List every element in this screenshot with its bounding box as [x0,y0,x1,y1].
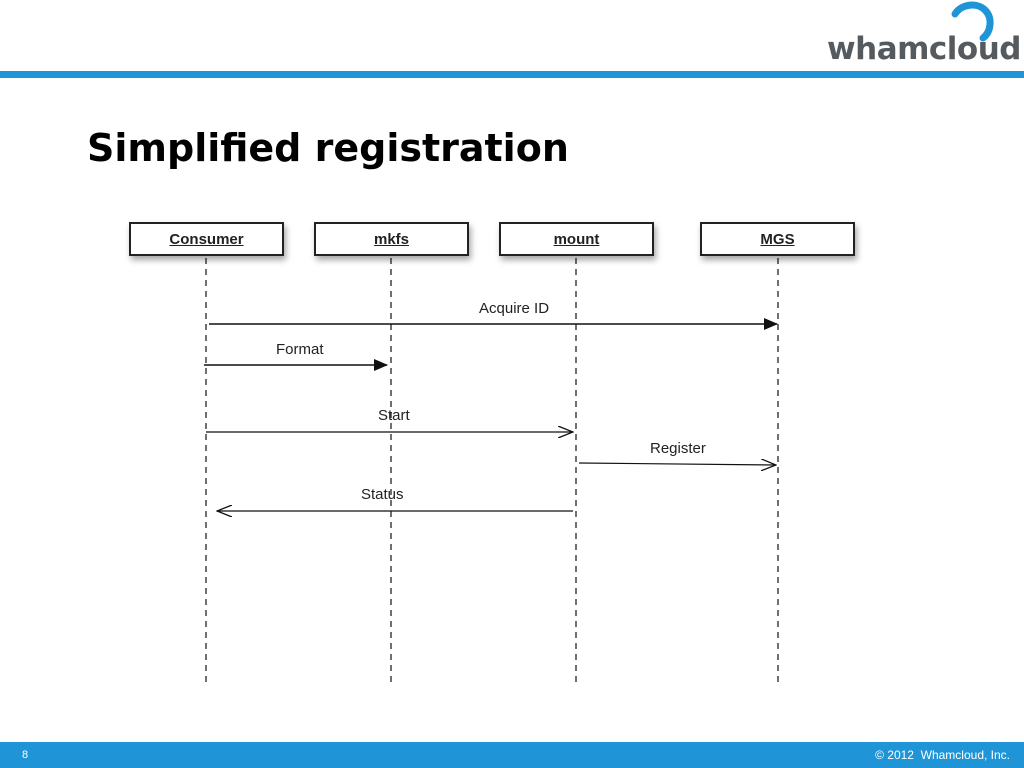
message-status-label: Status [361,486,404,503]
page-number: 8 [22,749,29,761]
actor-mkfs: mkfs [314,222,469,256]
logo-text: whamcloud [827,31,1022,67]
logo-swirl-icon [951,1,994,42]
message-start-label: Start [378,407,410,424]
actor-mkfs-label: mkfs [373,230,410,248]
message-acquire-id-label: Acquire ID [479,300,550,317]
actor-mount: mount [499,222,654,256]
slide-title: Simplified registration [87,126,569,170]
message-format-label: Format [276,341,324,358]
copyright-text: © 2012 Whamcloud, Inc. [875,748,1010,762]
actor-mgs: MGS [700,222,855,256]
actor-mount-label: mount [553,230,600,248]
message-register-arrow [578,463,776,465]
message-register-label: Register [650,440,706,457]
actor-consumer: Consumer [129,222,284,256]
actor-consumer-label: Consumer [169,230,244,248]
header-bar [0,71,1024,78]
footer-bar: 8 © 2012 Whamcloud, Inc. [0,742,1024,768]
actor-mgs-label: MGS [760,230,795,248]
whamcloud-logo: whamcloud [815,0,1024,78]
